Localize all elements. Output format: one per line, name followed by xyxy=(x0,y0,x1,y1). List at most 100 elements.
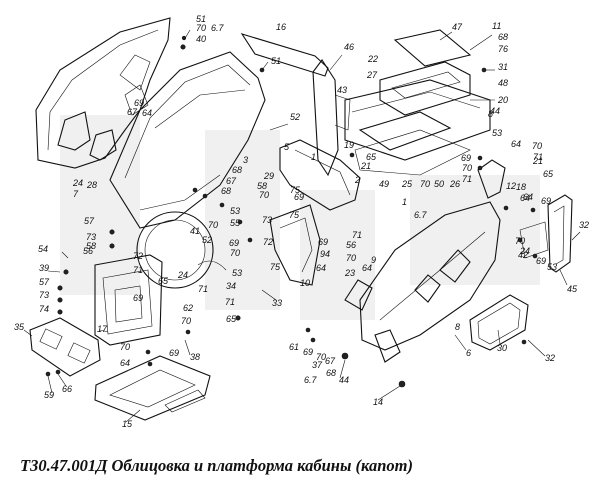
bracket-46 xyxy=(312,59,351,177)
part-number-label: 31 xyxy=(498,62,508,72)
part-number-label: 6.7 xyxy=(414,210,428,220)
part-number-label: 71 xyxy=(462,174,472,184)
part-number-label: 24 xyxy=(72,178,83,188)
part-number-label: 45 xyxy=(567,284,578,294)
part-number-label: 56 xyxy=(346,240,356,250)
part-number-label: 49 xyxy=(379,179,389,189)
part-number-label: 53 xyxy=(547,262,557,272)
part-number-label: 71 xyxy=(352,230,362,240)
part-number-label: 70 xyxy=(196,23,206,33)
part-number-label: 68 xyxy=(498,32,508,42)
part-number-label: 64 xyxy=(316,263,326,273)
part-number-label: 59 xyxy=(44,390,54,400)
part-number-label: 20 xyxy=(497,95,508,105)
part-number-label: 24 xyxy=(177,270,188,280)
part-number-label: 41 xyxy=(190,226,200,236)
air-duct-2 xyxy=(344,79,491,176)
part-number-label: 62 xyxy=(183,303,193,313)
part-number-label: 30 xyxy=(497,343,507,353)
part-number-label: 1 xyxy=(402,197,407,207)
right-side-panel xyxy=(344,201,501,363)
part-number-label: 64 xyxy=(511,139,521,149)
part-number-label: 56 xyxy=(83,246,93,256)
part-number-label: 8 xyxy=(455,322,460,332)
part-number-label: 69 xyxy=(134,98,144,108)
part-number-label: 32 xyxy=(545,353,555,363)
part-number-label: 67 xyxy=(226,176,237,186)
part-number-label: 70 xyxy=(230,248,240,258)
front-grille xyxy=(29,317,101,377)
part-number-label: 52 xyxy=(290,112,300,122)
part-number-label: 73 xyxy=(262,215,272,225)
part-number-label: 48 xyxy=(498,78,508,88)
part-number-label: 2 xyxy=(354,175,360,185)
part-number-label: 33 xyxy=(272,298,282,308)
perforated-panel xyxy=(469,294,529,351)
front-frame xyxy=(94,254,163,346)
part-number-label: 75 xyxy=(270,262,281,272)
part-number-label: 21 xyxy=(532,156,543,166)
part-number-label: 70 xyxy=(316,352,326,362)
part-number-label: 26 xyxy=(449,179,460,189)
top-strip xyxy=(240,33,329,77)
part-number-label: 42 xyxy=(518,250,528,260)
part-number-label: 67 xyxy=(127,107,138,117)
cab-platform xyxy=(94,355,211,421)
part-number-label: 69 xyxy=(461,153,471,163)
watermark-block xyxy=(60,115,140,295)
part-number-label: 14 xyxy=(373,397,383,407)
support-frame xyxy=(279,139,361,211)
part-number-label: 70 xyxy=(515,236,525,246)
part-number-label: 69 xyxy=(541,196,551,206)
air-intake-cover xyxy=(379,29,472,116)
part-number-label: 38 xyxy=(190,352,200,362)
part-number-label: 11 xyxy=(492,21,501,31)
part-number-label: 68 xyxy=(326,368,336,378)
part-number-label: 69 xyxy=(536,256,546,266)
leader-lines xyxy=(23,29,581,423)
part-number-label: 73 xyxy=(39,290,49,300)
part-number-label: 37 xyxy=(312,360,323,370)
watermark-block xyxy=(300,190,375,320)
part-number-label: 64 xyxy=(142,108,152,118)
part-number-label: 61 xyxy=(289,342,299,352)
part-number-label: 71 xyxy=(225,297,235,307)
part-number-label: 57 xyxy=(39,277,50,287)
partition-10 xyxy=(269,204,321,286)
part-number-label: 70 xyxy=(259,190,269,200)
part-number-label: 51 xyxy=(271,56,281,66)
part-number-label: 23 xyxy=(344,268,355,278)
part-number-label: 70 xyxy=(120,342,130,352)
part-number-label: 64 xyxy=(362,263,372,273)
part-number-label: 6.7 xyxy=(304,375,318,385)
part-number-label: 47 xyxy=(452,22,463,32)
part-number-label: 51 xyxy=(196,14,206,24)
part-number-label: 94 xyxy=(320,249,330,259)
part-number-label: 70 xyxy=(532,141,542,151)
part-number-label: 69 xyxy=(294,192,304,202)
part-number-label: 67 xyxy=(325,356,336,366)
part-number-label: 17 xyxy=(97,324,108,334)
part-number-label: 16 xyxy=(276,22,286,32)
part-number-label: 3 xyxy=(243,155,248,165)
fasteners xyxy=(45,35,538,388)
part-number-label: 5 xyxy=(284,142,290,152)
part-number-label: 43 xyxy=(337,85,347,95)
main-hood xyxy=(109,51,266,229)
part-number-label: 9 xyxy=(371,255,376,265)
watermark-block xyxy=(410,175,540,285)
part-number-label: 39 xyxy=(39,263,49,273)
watermark-block xyxy=(205,130,280,310)
part-number-label: 72 xyxy=(133,251,143,261)
part-number-label: 68 xyxy=(221,186,231,196)
part-number-label: 28 xyxy=(86,180,97,190)
part-number-label: 75 xyxy=(290,185,301,195)
part-number-label: 7 xyxy=(73,189,79,199)
part-number-label: 70 xyxy=(420,179,430,189)
part-number-label: 58 xyxy=(86,241,96,251)
part-number-label: 44 xyxy=(490,106,500,116)
part-number-label: 76 xyxy=(498,44,508,54)
part-number-label: 53 xyxy=(232,268,242,278)
